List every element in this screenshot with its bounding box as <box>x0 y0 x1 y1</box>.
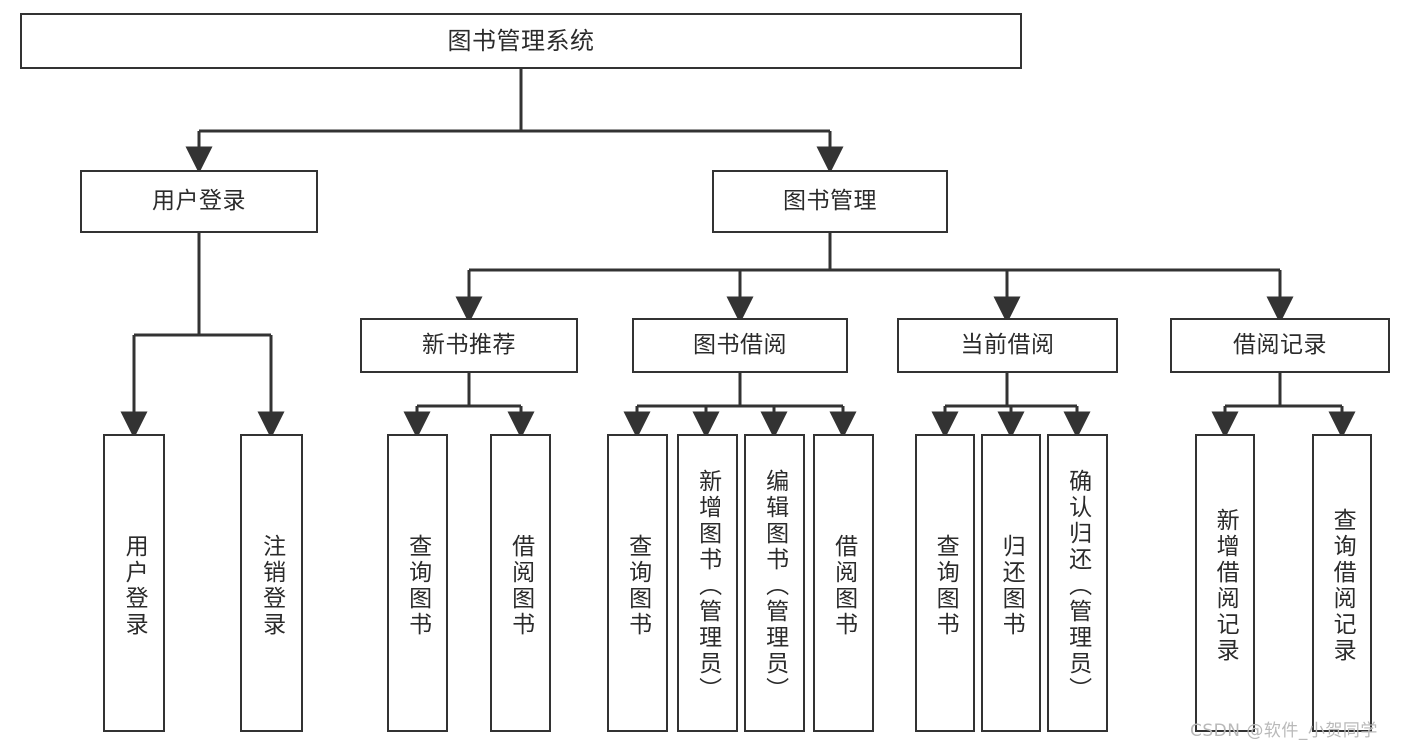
node-root[interactable]: 图书管理系统 <box>20 13 1022 69</box>
node-leaf-user-login[interactable]: 用户登录 <box>103 434 165 732</box>
node-leaf-logout-login-label: 注销登录 <box>258 534 285 638</box>
node-leaf-query-book-1-label: 查询图书 <box>404 534 431 638</box>
node-leaf-borrow-book-1[interactable]: 借阅图书 <box>490 434 551 732</box>
node-leaf-edit-book[interactable]: 编辑图书（管理员） <box>744 434 805 732</box>
node-leaf-confirm-return[interactable]: 确认归还（管理员） <box>1047 434 1108 732</box>
node-current-borrow[interactable]: 当前借阅 <box>897 318 1118 373</box>
node-leaf-add-book-label: 新增图书（管理员） <box>694 469 721 703</box>
node-leaf-borrow-book-1-label: 借阅图书 <box>507 534 534 638</box>
node-borrow-record[interactable]: 借阅记录 <box>1170 318 1390 373</box>
node-leaf-borrow-book-2-label: 借阅图书 <box>830 534 857 638</box>
node-leaf-query-book-2-label: 查询图书 <box>624 534 651 638</box>
node-leaf-query-borrow-record[interactable]: 查询借阅记录 <box>1312 434 1372 732</box>
node-new-book-recommend[interactable]: 新书推荐 <box>360 318 578 373</box>
node-book-management[interactable]: 图书管理 <box>712 170 948 233</box>
node-leaf-confirm-return-label: 确认归还（管理员） <box>1064 469 1091 703</box>
node-book-borrow-label: 图书借阅 <box>693 331 787 358</box>
node-current-borrow-label: 当前借阅 <box>960 331 1055 358</box>
node-leaf-add-book[interactable]: 新增图书（管理员） <box>677 434 738 732</box>
node-leaf-query-borrow-record-label: 查询借阅记录 <box>1329 508 1356 664</box>
node-leaf-user-login-label: 用户登录 <box>121 534 148 638</box>
node-borrow-record-label: 借阅记录 <box>1233 331 1327 358</box>
node-user-login-label: 用户登录 <box>152 187 246 214</box>
node-book-management-label: 图书管理 <box>783 187 877 214</box>
node-leaf-query-book-1[interactable]: 查询图书 <box>387 434 448 732</box>
node-leaf-query-book-3[interactable]: 查询图书 <box>915 434 975 732</box>
node-leaf-add-borrow-record[interactable]: 新增借阅记录 <box>1195 434 1255 732</box>
node-leaf-logout-login[interactable]: 注销登录 <box>240 434 303 732</box>
node-new-book-recommend-label: 新书推荐 <box>422 331 516 358</box>
node-book-borrow[interactable]: 图书借阅 <box>632 318 848 373</box>
node-leaf-query-book-3-label: 查询图书 <box>932 534 959 638</box>
node-leaf-query-book-2[interactable]: 查询图书 <box>607 434 668 732</box>
node-leaf-edit-book-label: 编辑图书（管理员） <box>761 469 788 703</box>
node-leaf-return-book[interactable]: 归还图书 <box>981 434 1041 732</box>
node-leaf-add-borrow-record-label: 新增借阅记录 <box>1212 508 1239 664</box>
node-leaf-borrow-book-2[interactable]: 借阅图书 <box>813 434 874 732</box>
node-root-label: 图书管理系统 <box>447 26 595 55</box>
node-user-login[interactable]: 用户登录 <box>80 170 318 233</box>
node-leaf-return-book-label: 归还图书 <box>998 534 1025 638</box>
